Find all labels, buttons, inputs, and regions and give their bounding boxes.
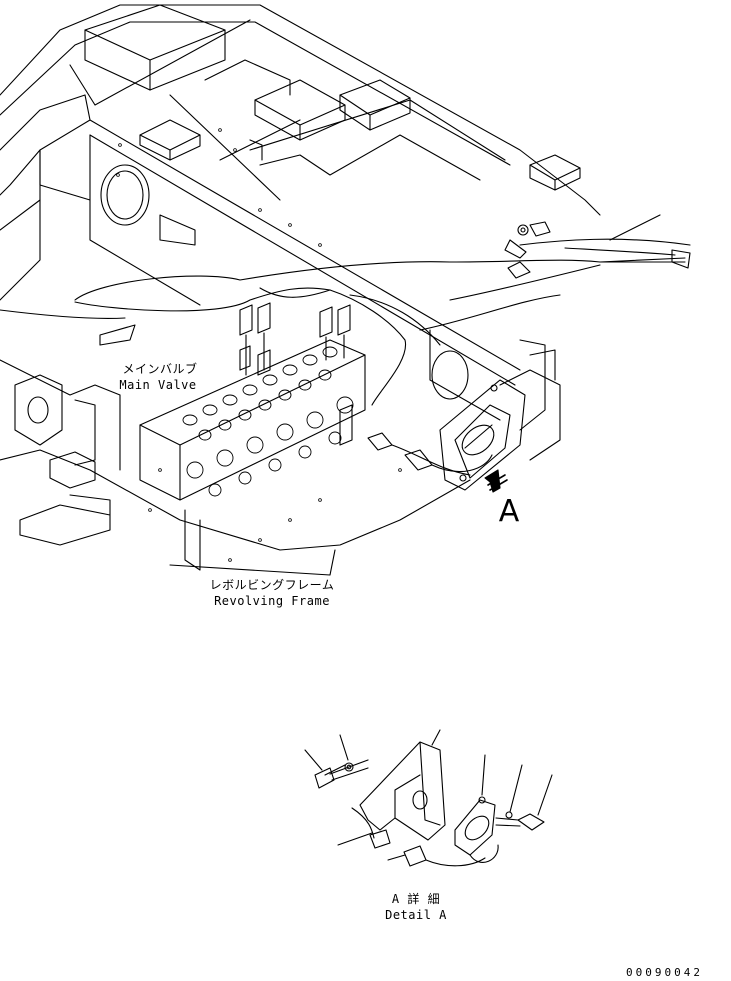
main-valve-drawing [139,302,366,501]
main-valve-label-en: Main Valve [119,378,197,392]
drawing-code: 00090042 [626,966,703,979]
wire-harness-drawing [0,214,691,476]
main-valve-label-jp: メインバルブ [122,362,198,376]
revolving-frame-label-en: Revolving Frame [214,594,330,608]
revolving-frame-drawing [0,4,601,576]
view-a-arrow [484,469,508,493]
detail-a-drawing [304,729,553,867]
detail-a-label-jp: A 詳 細 [391,892,441,906]
revolving-frame-label-jp: レボルビングフレーム [209,578,335,592]
detail-a-label-en: Detail A [385,908,447,922]
sensor-assembly-drawing [439,379,526,491]
view-a-label: A [498,494,520,529]
